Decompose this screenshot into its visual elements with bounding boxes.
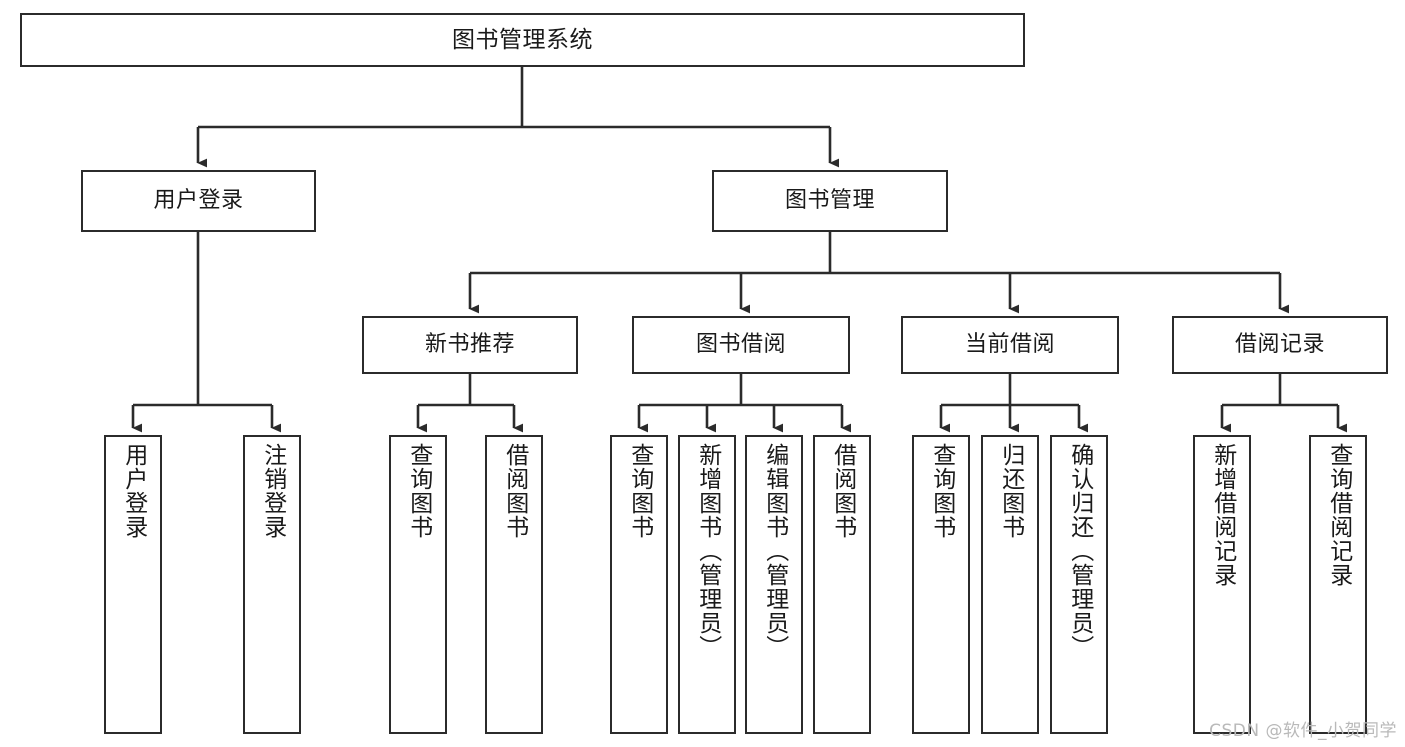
leaf-borrow-query-book[interactable]: 查询图书	[610, 435, 668, 734]
node-label: 归还图书	[997, 443, 1024, 539]
node-book-management[interactable]: 图书管理	[712, 170, 948, 232]
leaf-borrow-edit-book-admin[interactable]: 编辑图书（管理员）	[745, 435, 803, 734]
node-label: 借阅图书	[501, 443, 528, 539]
node-label: 图书管理	[784, 188, 875, 214]
node-label: 查询借阅记录	[1325, 443, 1352, 587]
leaf-current-confirm-return-admin[interactable]: 确认归还（管理员）	[1050, 435, 1108, 734]
leaf-user-login-logout[interactable]: 注销登录	[243, 435, 301, 734]
leaf-record-query-record[interactable]: 查询借阅记录	[1309, 435, 1367, 734]
node-label: 图书借阅	[695, 332, 786, 358]
leaf-borrow-borrow-book[interactable]: 借阅图书	[813, 435, 871, 734]
leaf-borrow-add-book-admin[interactable]: 新增图书（管理员）	[678, 435, 736, 734]
leaf-current-query-book[interactable]: 查询图书	[912, 435, 970, 734]
node-label: 新增图书（管理员）	[694, 443, 721, 659]
node-label: 新书推荐	[424, 332, 515, 358]
leaf-current-return-book[interactable]: 归还图书	[981, 435, 1039, 734]
node-label: 确认归还（管理员）	[1066, 443, 1093, 659]
node-new-book-recommend[interactable]: 新书推荐	[362, 316, 578, 374]
node-label: 借阅记录	[1234, 332, 1325, 358]
node-label: 编辑图书（管理员）	[761, 443, 788, 659]
node-borrow-record[interactable]: 借阅记录	[1172, 316, 1388, 374]
node-user-login[interactable]: 用户登录	[81, 170, 316, 232]
leaf-record-add-record[interactable]: 新增借阅记录	[1193, 435, 1251, 734]
node-label: 查询图书	[626, 443, 653, 539]
watermark-text: CSDN @软件_小贺同学	[1209, 721, 1397, 741]
node-label: 当前借阅	[964, 332, 1055, 358]
leaf-recommend-borrow-book[interactable]: 借阅图书	[485, 435, 543, 734]
node-current-borrow[interactable]: 当前借阅	[901, 316, 1119, 374]
node-label: 注销登录	[259, 443, 286, 539]
node-label: 查询图书	[928, 443, 955, 539]
node-book-borrow[interactable]: 图书借阅	[632, 316, 850, 374]
node-label: 查询图书	[405, 443, 432, 539]
node-label: 用户登录	[153, 188, 244, 214]
node-root-system[interactable]: 图书管理系统	[20, 13, 1025, 67]
node-label: 借阅图书	[829, 443, 856, 539]
node-label: 图书管理系统	[452, 26, 593, 53]
leaf-recommend-query-book[interactable]: 查询图书	[389, 435, 447, 734]
leaf-user-login-login[interactable]: 用户登录	[104, 435, 162, 734]
node-label: 用户登录	[120, 443, 147, 539]
node-label: 新增借阅记录	[1209, 443, 1236, 587]
